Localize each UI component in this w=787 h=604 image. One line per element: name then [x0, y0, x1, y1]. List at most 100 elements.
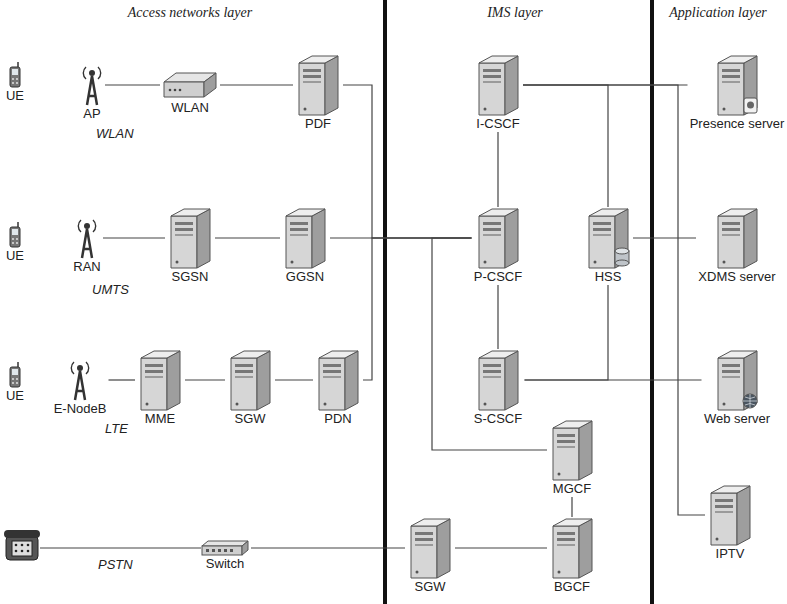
network-node: Presence server — [688, 54, 787, 132]
node-label: AP — [79, 106, 105, 122]
network-node: GGSN — [280, 207, 330, 285]
link-line — [455, 547, 547, 548]
node-label: P-CSCF — [472, 269, 525, 285]
link-line — [571, 497, 572, 517]
node-label: UE — [4, 388, 27, 404]
node-label: S-CSCF — [472, 411, 525, 427]
network-link — [525, 380, 702, 381]
server-icon — [167, 207, 213, 269]
node-label: PDN — [313, 411, 363, 427]
link-line — [103, 237, 165, 238]
network-node: BGCF — [547, 517, 597, 595]
mobile-phone-icon — [8, 222, 22, 248]
network-link — [523, 85, 608, 207]
network-node: HSS — [583, 207, 633, 285]
server-icon — [707, 484, 753, 546]
server-icon — [475, 207, 521, 269]
link-line — [363, 238, 472, 380]
network-node: SGW — [405, 517, 455, 595]
network-link — [220, 85, 293, 86]
link-line — [523, 85, 608, 207]
network-node: WLAN — [160, 70, 220, 116]
node-label: IPTV — [705, 546, 755, 562]
network-node: E-NodeB — [52, 359, 109, 417]
antenna-icon — [81, 64, 103, 106]
node-label: MME — [135, 411, 185, 427]
node-label: HSS — [583, 269, 633, 285]
network-node: XDMS server — [696, 207, 778, 285]
server-icon — [714, 54, 760, 116]
node-label: UE — [4, 248, 27, 264]
network-link — [215, 238, 280, 239]
antenna-icon — [69, 359, 91, 401]
network-type-label: PSTN — [98, 557, 133, 573]
network-link — [525, 285, 609, 380]
server-icon — [407, 517, 453, 579]
network-link — [523, 85, 705, 515]
node-label: Switch — [199, 556, 251, 572]
node-label: SGW — [405, 579, 455, 595]
network-link — [185, 380, 225, 381]
node-label: I-CSCF — [473, 116, 523, 132]
network-link — [572, 497, 573, 517]
network-node: S-CSCF — [472, 349, 525, 427]
network-node: UE — [4, 222, 27, 264]
antenna-icon — [76, 217, 98, 259]
server-icon — [315, 349, 361, 411]
layer-separator — [650, 0, 654, 604]
server-icon — [714, 349, 760, 411]
network-link — [103, 238, 165, 239]
network-link — [363, 238, 472, 380]
link-line — [525, 379, 702, 380]
link-line — [275, 379, 313, 380]
network-type-label: UMTS — [92, 282, 129, 298]
layer-heading: IMS layer — [487, 4, 543, 21]
link-line — [109, 379, 136, 380]
network-link — [109, 380, 136, 381]
link-line — [220, 84, 293, 85]
network-node: MME — [135, 349, 185, 427]
network-link — [432, 238, 547, 450]
link-line — [497, 285, 498, 349]
layer-heading: Application layer — [669, 4, 767, 21]
network-type-label: WLAN — [96, 126, 134, 142]
network-node: PDF — [293, 54, 343, 132]
layer-heading: Access networks layer — [128, 4, 252, 21]
network-link — [498, 132, 499, 207]
link-line — [251, 547, 405, 548]
network-link — [455, 548, 547, 549]
network-node: MGCF — [547, 419, 597, 497]
node-label: Web server — [702, 411, 773, 427]
network-node: UE — [4, 362, 27, 404]
network-node: SGSN — [165, 207, 215, 285]
link-line — [185, 379, 225, 380]
network-node: I-CSCF — [473, 54, 523, 132]
network-node: PDN — [313, 349, 363, 427]
telephone-icon — [4, 530, 40, 560]
server-icon — [585, 207, 631, 269]
network-link — [251, 548, 405, 549]
server-icon — [549, 517, 595, 579]
network-node: UE — [4, 62, 27, 104]
server-icon — [475, 349, 521, 411]
network-node: RAN — [71, 217, 103, 275]
network-link — [105, 85, 160, 86]
network-node: IPTV — [705, 484, 755, 562]
server-icon — [295, 54, 341, 116]
node-label: GGSN — [280, 269, 330, 285]
server-icon — [714, 207, 760, 269]
network-type-label: LTE — [105, 421, 128, 437]
link-line — [633, 237, 696, 238]
node-label: Presence server — [688, 116, 787, 132]
network-link — [498, 285, 499, 349]
link-line — [497, 132, 498, 207]
server-icon — [137, 349, 183, 411]
node-label: SGW — [225, 411, 275, 427]
node-label: E-NodeB — [52, 401, 109, 417]
node-label: RAN — [71, 259, 103, 275]
node-label: SGSN — [165, 269, 215, 285]
server-icon — [282, 207, 328, 269]
pstn-wire — [40, 547, 201, 548]
